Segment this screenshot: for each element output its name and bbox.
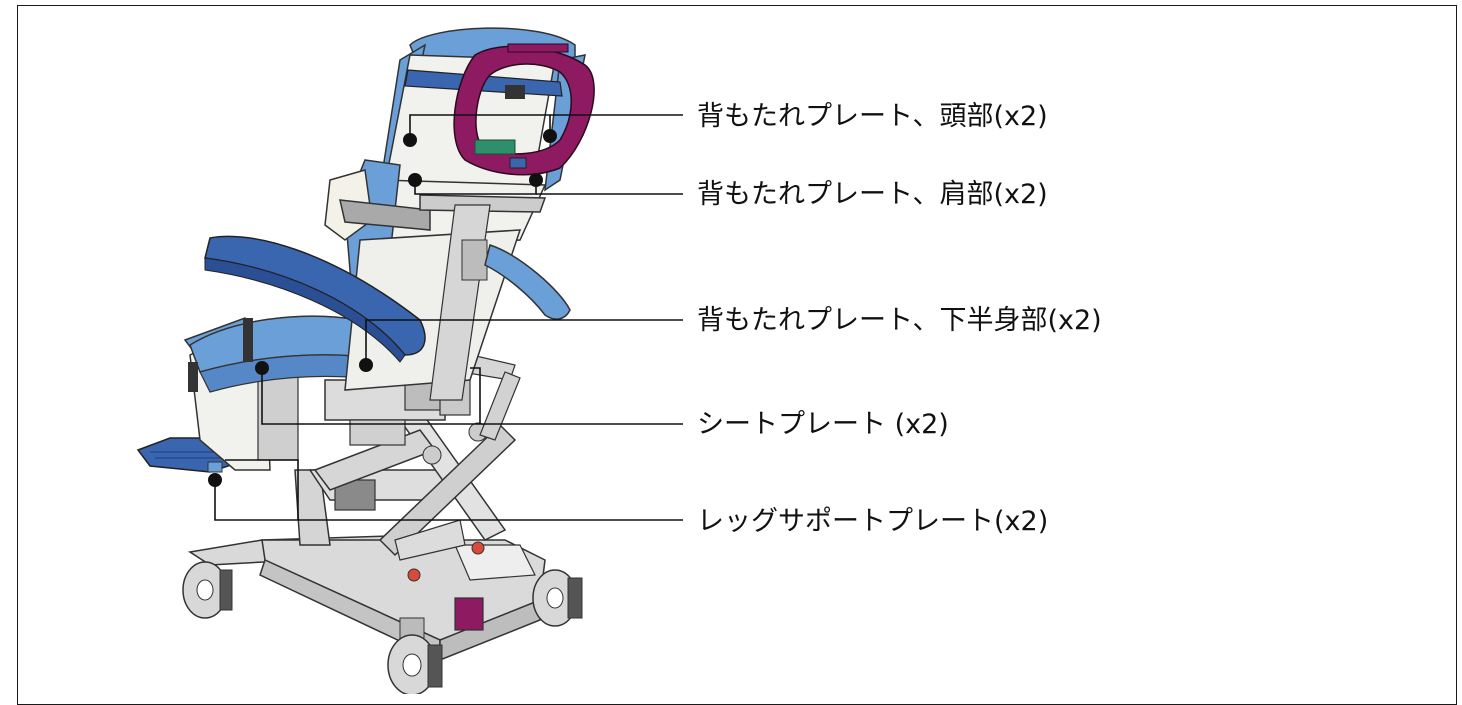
leader-seat xyxy=(261,368,683,425)
leader-headrest xyxy=(409,114,551,140)
leader-shoulder xyxy=(414,180,537,195)
leader-lower-body xyxy=(365,319,683,365)
leader-seat-right xyxy=(470,367,481,424)
armrest-left xyxy=(204,235,426,363)
push-handle xyxy=(453,43,595,176)
armrest-right xyxy=(484,244,571,320)
wheel-front-right xyxy=(532,569,583,627)
wheel-front-left xyxy=(182,561,233,619)
label-lower-body-plate: 背もたれプレート、下半身部(x2) xyxy=(697,305,1102,336)
label-seat-plate: シートプレート (x2) xyxy=(697,409,949,440)
backrest xyxy=(324,27,586,401)
leader-lines xyxy=(214,114,683,521)
label-shoulder-plate: 背もたれプレート、肩部(x2) xyxy=(697,179,1048,210)
leader-leg-support-2 xyxy=(225,459,299,520)
wheel-rear xyxy=(387,617,443,694)
label-leg-support-plate: レッグサポートプレート(x2) xyxy=(697,506,1049,537)
leader-leg-support xyxy=(214,480,683,521)
castor-wheels xyxy=(182,561,583,694)
chair-base xyxy=(187,469,546,662)
label-headrest-plate: 背もたれプレート、頭部(x2) xyxy=(697,101,1048,132)
